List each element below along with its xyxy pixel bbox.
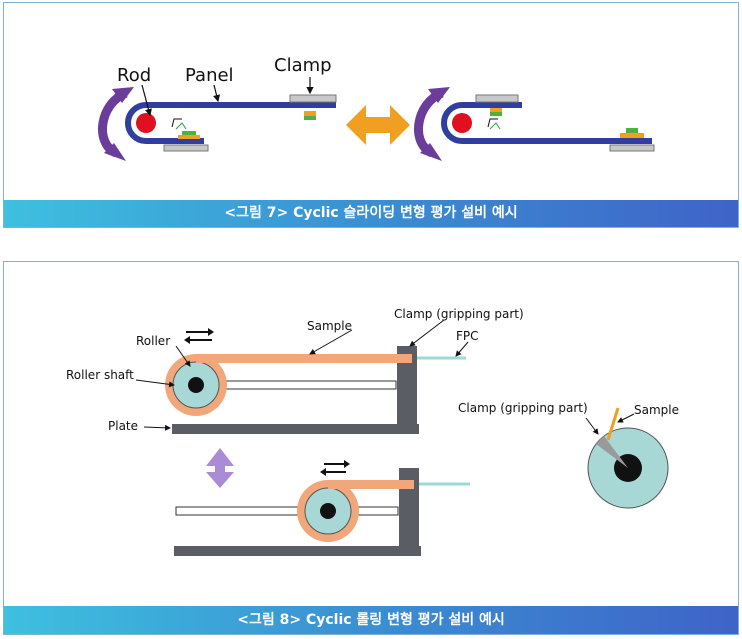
rod-label: Rod [117, 65, 151, 86]
fpc-label: FPC [456, 329, 479, 343]
detail-sample-strip [606, 407, 620, 441]
force-mark [171, 118, 182, 128]
bottom-pad-right-orange [620, 133, 644, 138]
figure-7-caption: <그림 7> Cyclic 슬라이딩 변형 평가 설비 예시 [4, 200, 738, 227]
force-mark-right [487, 118, 498, 128]
plate-label: Plate [108, 419, 138, 433]
rotate-arrowhead-bottom-icon [104, 143, 126, 161]
sample-strip-bottom [328, 480, 414, 489]
clamp-bottom-right [609, 144, 655, 152]
sample-strip [196, 354, 412, 363]
rod [136, 113, 156, 133]
figure-7: Rod Panel Clamp <그림 7> Cyclic 슬라이딩 변형 평가… [3, 2, 739, 228]
roller-label: Roller [136, 334, 170, 348]
rotate-arrowhead-right-top-icon [428, 87, 450, 103]
slide-double-arrow-icon [346, 105, 410, 145]
rod-right [452, 113, 472, 133]
rotate-arrowhead-top-icon [112, 87, 134, 103]
panel [125, 102, 336, 144]
rolling-setup-bottom [174, 460, 470, 556]
clamp-top-right [475, 94, 519, 103]
clamp-detail-label: Clamp (gripping part) [458, 401, 588, 415]
clamp-top [289, 94, 337, 103]
rolling-setup-top: Sample Clamp (gripping part) Roller FPC … [66, 307, 524, 434]
sliding-assembly-right [414, 87, 655, 161]
clamp-detail: Clamp (gripping part) Sample [458, 401, 679, 509]
sliding-assembly-left: Rod Panel Clamp [98, 55, 337, 161]
panel-right [441, 102, 652, 144]
clamp-label: Clamp [274, 55, 332, 76]
roller-shaft-label: Roller shaft [66, 368, 134, 382]
clamp-label: Clamp (gripping part) [394, 307, 524, 321]
vertical-double-arrow-icon [206, 448, 234, 488]
bottom-pad-orange [178, 135, 200, 139]
motion-arrows-bottom-icon [320, 460, 350, 476]
plate [172, 424, 419, 434]
spring-mark [175, 122, 187, 130]
clamp-post [397, 346, 417, 424]
clamp-post-bottom [399, 468, 419, 546]
figure-8: Sample Clamp (gripping part) Roller FPC … [3, 261, 739, 635]
roller-axle [188, 377, 204, 393]
sample-detail-label: Sample [634, 403, 679, 417]
roller-shaft-bottom [175, 506, 399, 516]
clamp-pad-right-orange [490, 108, 502, 112]
plate-bottom [174, 546, 421, 556]
clamp-bottom [163, 144, 209, 152]
bottom-pad-right-green [626, 128, 638, 133]
rotate-arrowhead-right-bottom-icon [420, 143, 442, 161]
motion-arrows-icon [184, 328, 214, 344]
rolling-diagram: Sample Clamp (gripping part) Roller FPC … [66, 307, 679, 556]
bottom-pad-green [182, 131, 196, 135]
spring-mark-right [489, 122, 501, 130]
clamp-pad-right-green [490, 112, 502, 116]
clamp-pad-orange [304, 111, 316, 116]
sample-label: Sample [307, 319, 352, 333]
roller-bottom-axle [320, 503, 336, 519]
panel-label: Panel [185, 65, 234, 86]
sliding-diagram: Rod Panel Clamp [98, 55, 655, 161]
clamp-pad-green [304, 116, 316, 120]
detail-clamp-wedge [596, 436, 628, 468]
figure-8-caption: <그림 8> Cyclic 롤링 변형 평가 설비 예시 [4, 606, 738, 634]
